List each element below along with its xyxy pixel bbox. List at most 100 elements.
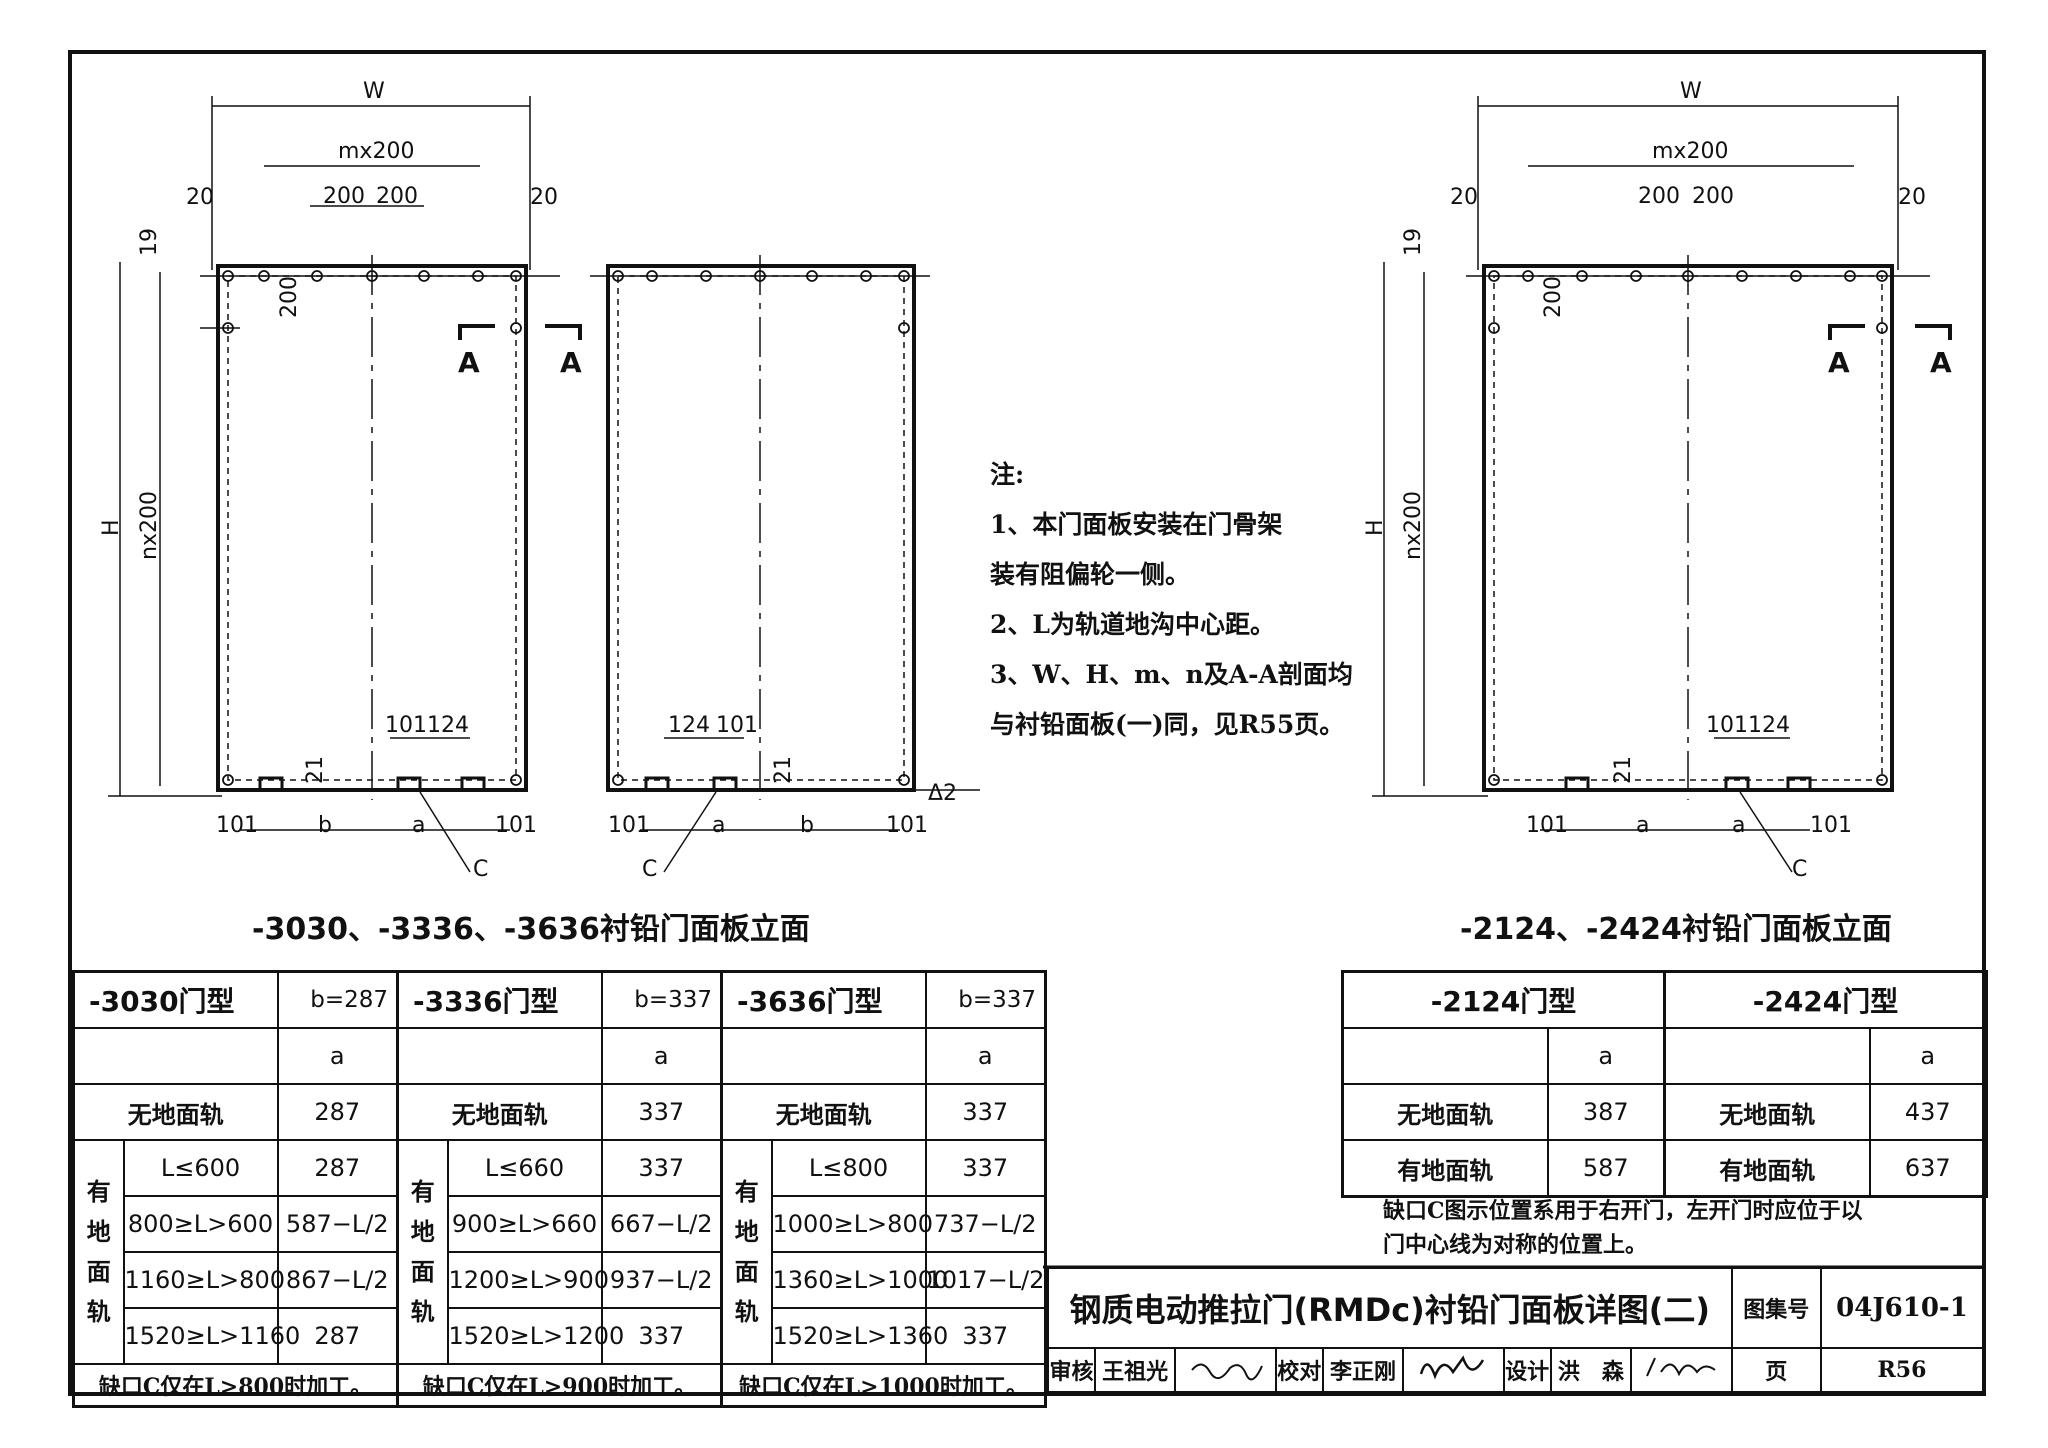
bolt-hole — [510, 270, 522, 282]
dim-20-left-a: 20 — [186, 185, 214, 210]
checker-signature — [1402, 1347, 1505, 1393]
dim-101-left-c: 101 — [385, 713, 427, 738]
notes-block: 注: 1、本门面板安装在门骨架 装有阻偏轮一侧。 2、L为轨道地沟中心距。 3、… — [990, 450, 1430, 750]
notes-line-2: 装有阻偏轮一侧。 — [990, 560, 1191, 589]
dim-H-left: H — [99, 519, 124, 536]
dim-m200-right: mx200 — [1652, 139, 1728, 164]
dim-n200-right: nx200 — [1401, 491, 1426, 560]
table-cond: 1360≥L>1000 — [770, 1251, 948, 1309]
table-no-rail-val: 337 — [600, 1083, 723, 1141]
dim-124-mid: 124 — [668, 713, 710, 738]
label-C-left: C — [473, 857, 488, 882]
dim-W-left: W — [363, 79, 385, 104]
designer-signature — [1630, 1347, 1733, 1393]
table-cond: L≤660 — [446, 1139, 603, 1197]
table-no-rail-val: 337 — [924, 1083, 1047, 1141]
bolt-holes — [222, 270, 1888, 786]
dim-101-left-a: 101 — [216, 813, 258, 838]
dim-101-right-b: 101 — [1810, 813, 1852, 838]
check-label: 校对 — [1274, 1347, 1324, 1393]
bolt-hole — [222, 322, 234, 334]
label-C-mid: C — [642, 857, 657, 882]
table-cond: 800≥L>600 — [122, 1195, 279, 1253]
caption-right: -2124、-2424衬铅门面板立面 — [1460, 912, 1892, 947]
bolt-hole — [700, 270, 712, 282]
reviewer-name: 王祖光 — [1093, 1347, 1177, 1393]
dim-19-left: 19 — [137, 228, 162, 256]
table-rail-val: 637 — [1868, 1139, 1988, 1198]
design-label: 设计 — [1502, 1347, 1552, 1393]
notch-position-note: 缺口C图示位置系用于右开门，左开门时应位于以 门中心线为对称的位置上。 — [1343, 1188, 1983, 1266]
table-type: -3636门型 — [720, 970, 927, 1029]
label-C-right: C — [1792, 857, 1807, 882]
dim-21-mid: 21 — [771, 756, 796, 784]
table-val: 337 — [924, 1139, 1047, 1197]
bolt-hole — [510, 774, 522, 786]
bolt-hole — [258, 270, 270, 282]
dim-101-mid-b: 101 — [886, 813, 928, 838]
table-rail-label: 有地面轨 — [1663, 1139, 1871, 1198]
table-no-rail-val: 387 — [1546, 1083, 1666, 1141]
table-no-rail-label: 无地面轨 — [1341, 1083, 1549, 1141]
dim-W-right: W — [1680, 79, 1702, 104]
table-no-rail-label: 无地面轨 — [72, 1083, 279, 1141]
table-no-rail-label: 无地面轨 — [1663, 1083, 1871, 1141]
table-cond: L≤800 — [770, 1139, 927, 1197]
table-cond: L≤600 — [122, 1139, 279, 1197]
table-rail-label: 有地面轨 — [1341, 1139, 1549, 1198]
dim-a-left: a — [412, 813, 425, 838]
bolt-hole — [898, 774, 910, 786]
table-footer: 缺口C仅在L>1000时加工。 — [720, 1363, 1047, 1408]
section-A-left-2: A — [560, 346, 582, 379]
bolt-hole — [1844, 270, 1856, 282]
dim-a-mid: a — [712, 813, 725, 838]
dim-200-right-v: 200 — [1541, 276, 1566, 318]
table-rail-label: 有地面轨 — [396, 1139, 449, 1365]
dim-200-left-b: 200 — [376, 184, 418, 209]
table-val: 867−L/2 — [276, 1251, 399, 1309]
table-no-rail-label: 无地面轨 — [396, 1083, 603, 1141]
table-no-rail-val: 287 — [276, 1083, 399, 1141]
dim-200-left-a: 200 — [323, 184, 365, 209]
designer-name: 洪 森 — [1549, 1347, 1633, 1393]
notes-line-5: 与衬铅面板(一)同，见R55页。 — [990, 710, 1345, 739]
table-blank — [72, 1027, 279, 1085]
dim-200-right-a: 200 — [1638, 184, 1680, 209]
table-blank — [396, 1027, 603, 1085]
table-val: 337 — [600, 1307, 723, 1365]
dim-20-left-b: 20 — [530, 185, 558, 210]
dim-101-mid-a: 101 — [608, 813, 650, 838]
table-cond: 1160≥L>800 — [122, 1251, 285, 1309]
table-val: 337 — [600, 1139, 723, 1197]
table-b: b=337 — [924, 970, 1047, 1029]
dim-delta2-mid: Δ2 — [928, 781, 957, 806]
dim-a-right-2: a — [1732, 813, 1745, 838]
table-cond: 1520≥L>1360 — [770, 1307, 948, 1365]
page-label: 页 — [1730, 1347, 1822, 1393]
dim-200-right-b: 200 — [1692, 184, 1734, 209]
bolt-hole — [612, 270, 624, 282]
bolt-hole — [806, 270, 818, 282]
caption-left: -3030、-3336、-3636衬铅门面板立面 — [252, 912, 810, 947]
notes-line-3: 2、L为轨道地沟中心距。 — [990, 610, 1275, 639]
title-block: 钢质电动推拉门(RMDc)衬铅门面板详图(二) 图集号 04J610-1 审核 … — [1047, 1267, 1985, 1393]
table-val: 937−L/2 — [600, 1251, 723, 1309]
table-cond: 1520≥L>1160 — [122, 1307, 300, 1365]
table-rail-label: 有地面轨 — [720, 1139, 773, 1365]
section-A-right-1: A — [1828, 346, 1850, 379]
panel-elevation-2 — [590, 255, 980, 873]
table-col-a: a — [600, 1027, 723, 1085]
bolt-hole — [510, 322, 522, 334]
notes-line-1: 1、本门面板安装在门骨架 — [990, 510, 1283, 539]
dim-124-left: 124 — [427, 713, 469, 738]
table-type: -2424门型 — [1663, 970, 1988, 1029]
dim-21-left: 21 — [303, 756, 328, 784]
bolt-hole — [311, 270, 323, 282]
dim-200-left-v: 200 — [277, 276, 302, 318]
table-cond: 1520≥L>1200 — [446, 1307, 624, 1365]
table-val: 587−L/2 — [276, 1195, 399, 1253]
